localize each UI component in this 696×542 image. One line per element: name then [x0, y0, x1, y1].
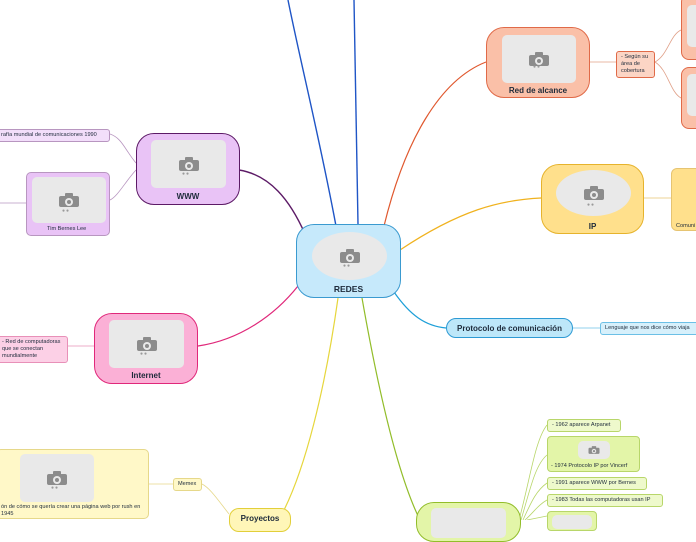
note-memex[interactable]: ●● ón de cómo se quería crear una página…	[0, 449, 149, 519]
link-www-subtopic-1	[109, 133, 137, 164]
image-placeholder	[109, 320, 184, 368]
camera-icon	[178, 157, 199, 171]
camera-icon	[588, 446, 600, 454]
subtopic-tim-bernes-lee[interactable]: ●● Tim Bernes Lee	[26, 172, 110, 236]
link-top-center	[353, 0, 359, 225]
link-historia-3	[522, 482, 548, 520]
subtopic-red-computadoras[interactable]: - Red de computadoras que se conectan mu…	[0, 336, 68, 363]
link-proyectos	[281, 297, 339, 515]
camera-icon	[47, 471, 67, 485]
camera-icon	[136, 337, 157, 351]
image-placeholder	[578, 441, 610, 459]
topic-historia[interactable]	[416, 502, 521, 542]
carousel-dots: ●●	[182, 171, 191, 177]
carousel-dots: ●●	[587, 202, 596, 208]
subtopic-memex[interactable]: Memex	[173, 478, 202, 491]
image-placeholder	[502, 35, 576, 83]
image-placeholder	[151, 140, 226, 188]
topic-proyectos[interactable]: Proyectos	[229, 508, 291, 532]
link-historia-2	[520, 454, 548, 520]
central-topic[interactable]: ●● REDES	[296, 224, 401, 298]
carousel-dots: ●●	[533, 64, 542, 70]
topic-www-label: WWW	[176, 192, 200, 201]
link-top-left	[287, 0, 337, 227]
topic-internet[interactable]: ●● Internet	[94, 313, 198, 384]
subtopic-lenguaje[interactable]: Lenguaje que nos dice cómo viaja	[600, 322, 696, 335]
connector-lines	[0, 0, 682, 520]
carousel-dots: ●●	[140, 351, 149, 357]
link-red-alcance	[383, 61, 487, 227]
link-protocolo	[393, 291, 447, 329]
subtopic-ip[interactable]: Comuni	[671, 168, 696, 231]
topic-internet-label: Internet	[131, 371, 161, 380]
link-alcance-branch-1	[654, 29, 682, 63]
topic-www[interactable]: ●● WWW	[136, 133, 240, 205]
carousel-dots: ●●	[343, 263, 352, 269]
link-ip	[399, 197, 542, 251]
history-item-ip-1983[interactable]: - 1983 Todas las computadoras usan IP	[547, 494, 663, 507]
topic-red-alcance-label: Red de alcance	[508, 86, 568, 95]
carousel-dots: ●●	[62, 208, 71, 214]
camera-icon	[59, 193, 79, 207]
image-placeholder	[32, 177, 106, 223]
link-www-subtopic-2	[109, 169, 137, 201]
history-item-protocolo-ip[interactable]: - 1974 Protocolo IP por Vincerf	[547, 436, 640, 472]
subtopic-area-cobertura[interactable]: - Según su área de cobertura	[616, 51, 655, 78]
history-item-arpanet[interactable]: - 1962 aparece Arpanet	[547, 419, 621, 432]
camera-icon	[529, 52, 549, 66]
image-placeholder	[687, 5, 696, 47]
link-historia	[361, 297, 421, 520]
link-www	[238, 169, 306, 235]
image-placeholder	[556, 170, 631, 216]
camera-icon	[583, 186, 604, 200]
subtopic-ip-label: Comuni	[676, 223, 696, 229]
image-placeholder	[312, 232, 387, 280]
subtopic-tim-label: Tim Bernes Lee	[47, 226, 87, 232]
camera-icon	[339, 249, 360, 263]
topic-protocolo[interactable]: Protocolo de comunicación	[446, 318, 573, 338]
image-placeholder	[431, 508, 506, 538]
link-historia-1	[518, 424, 548, 520]
topic-proyectos-label: Proyectos	[240, 514, 280, 523]
carousel-dots: ●●	[51, 485, 60, 491]
history-item-protocolo-ip-label: - 1974 Protocolo IP por Vincerf	[551, 463, 628, 469]
history-item-www[interactable]: - 1991 aparece WWW por Bernes	[547, 477, 647, 490]
subtopic-alcance-1[interactable]	[681, 0, 696, 60]
link-proyectos-subtopic	[201, 483, 230, 515]
subtopic-telarania[interactable]: rafía mundial de comunicaciones 1990	[0, 129, 110, 142]
link-historia-4	[524, 499, 548, 520]
topic-protocolo-label: Protocolo de comunicación	[457, 324, 562, 333]
link-internet	[197, 285, 299, 347]
link-historia-5	[526, 515, 548, 520]
subtopic-alcance-2[interactable]	[681, 67, 696, 129]
topic-ip[interactable]: ●● IP	[541, 164, 644, 234]
image-placeholder	[552, 515, 592, 529]
topic-red-alcance[interactable]: ●● Red de alcance	[486, 27, 590, 98]
image-placeholder	[20, 454, 94, 502]
central-topic-label: REDES	[333, 284, 364, 294]
history-item-extra[interactable]	[547, 511, 597, 531]
link-alcance-branch-2	[654, 61, 682, 99]
topic-ip-label: IP	[588, 222, 597, 231]
image-placeholder	[687, 74, 696, 116]
note-memex-text: ón de cómo se quería crear una página we…	[1, 504, 141, 518]
